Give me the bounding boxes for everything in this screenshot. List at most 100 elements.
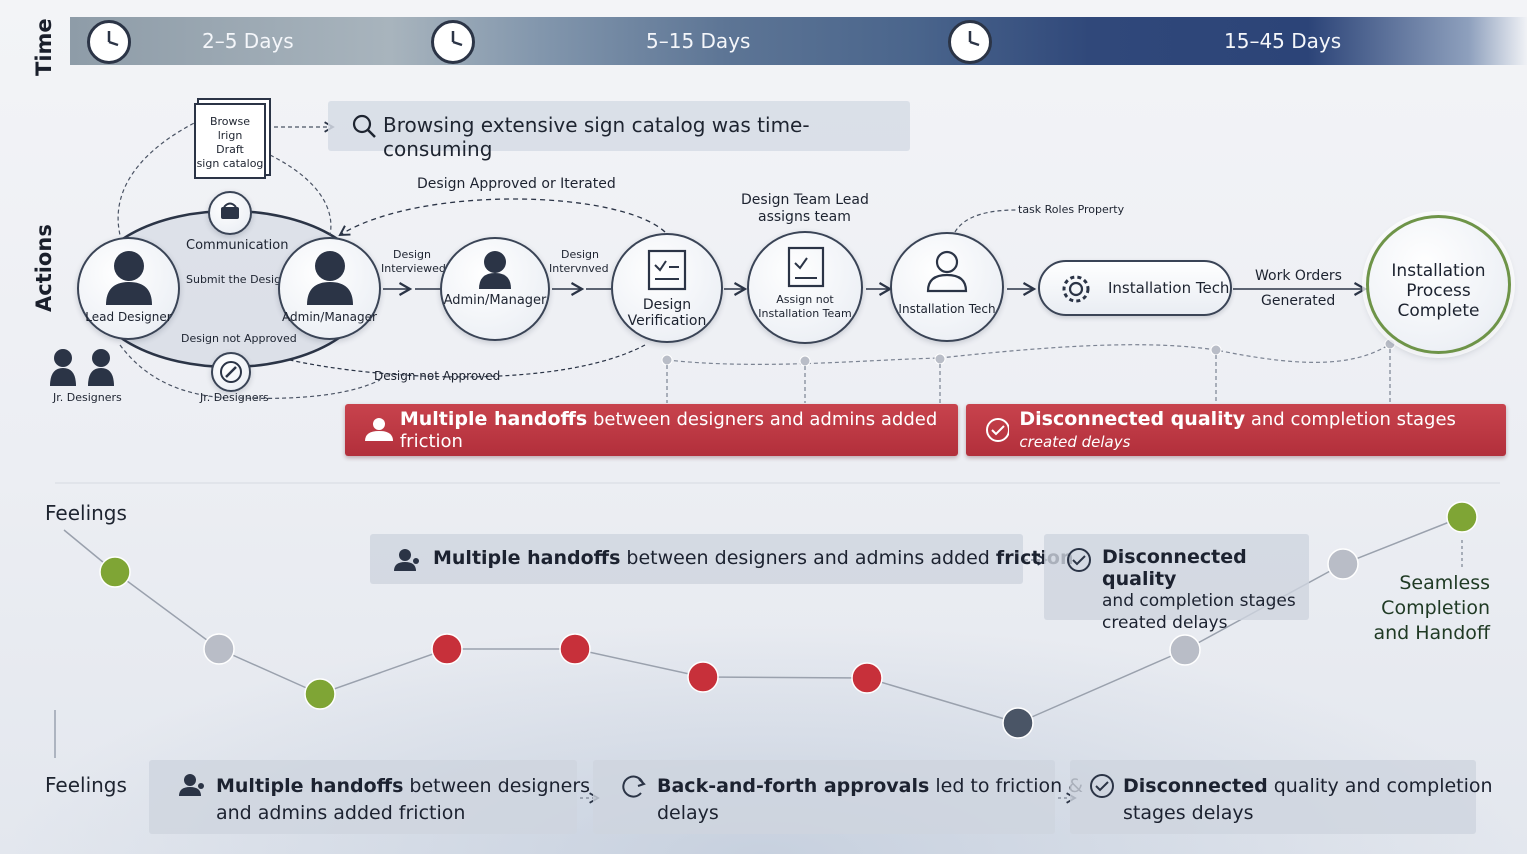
feeling-point [1446,501,1478,533]
interviewed-label-1: Interviewed [381,262,446,275]
time-range-3: 15–45 Days [1224,29,1342,53]
user-outline-icon [926,250,968,293]
disconnected-alert-text: and completion stages [1245,409,1456,430]
catalog-doc-line: Browse [209,115,251,128]
bottom-disconnected-line2: stages delays [1123,802,1254,824]
lead-designer-node[interactable]: Lead Designer [77,237,180,340]
lead-designer-label: Lead Designer [85,310,172,324]
bottom-disconnected-text: quality and completion [1267,775,1493,797]
team-lead-label: assigns team [758,209,851,225]
approval-gauge-icon [211,352,251,392]
feeling-point [559,633,591,665]
installation-complete-node[interactable]: Installation Process Complete [1366,215,1511,354]
jr-designers-icon [50,349,114,386]
person-icon [479,251,511,289]
handoffs-alert-bold: Multiple handoffs [399,408,588,430]
user-group-icon [365,418,393,441]
check-circle-icon [1090,774,1114,798]
handoffs-feeling-text: between designers and admins added [620,547,996,569]
disconnected-feeling-callout: Disconnected quality and completion stag… [1044,534,1309,633]
seamless-line: Completion [1381,597,1490,619]
feeling-point [99,556,131,588]
team-lead-label: Design Team Lead [741,192,869,208]
interviewed-label-2: Intervnved [549,262,609,275]
task-roles-label: task Roles Property [1018,203,1125,216]
clock-icon [431,20,475,64]
installation-complete-label: Process [1406,281,1471,301]
installation-tech-pill-label: Installation Tech [1108,279,1230,297]
design-verification-node[interactable]: Design Verification [611,233,723,343]
installation-complete-label: Complete [1397,301,1480,321]
bottom-approvals-bold: Back-and-forth approvals [657,775,930,797]
check-circle-icon [1067,548,1091,572]
design-approved-iterated-label: Design Approved or Iterated [417,176,616,192]
clipboard-check-icon [787,246,825,288]
work-orders-label: Generated [1261,293,1336,309]
feeling-point [1327,548,1359,580]
communication-label: Communication [186,238,289,253]
document-check-icon [647,249,687,291]
search-icon [352,114,376,138]
handoffs-feeling-callout: Multiple handoffs between designers and … [370,534,1074,584]
refresh-icon [622,775,646,798]
person-icon [307,251,353,305]
gear-icon [1062,275,1090,303]
design-not-approved-label-2: Design not Approved [374,369,501,383]
check-circle-icon [986,418,1010,442]
work-orders-label: Work Orders [1255,268,1342,284]
bottom-handoffs-box: Multiple handoffs between designers and … [149,760,590,834]
clock-icon [948,20,992,64]
bottom-handoffs-line2: and admins added friction [216,802,466,824]
feelings-bottom-heading: Feelings [45,773,127,797]
feeling-point [687,661,719,693]
catalog-doc-line: lrign [217,129,243,142]
installation-tech-pill[interactable]: Installation Tech [1038,260,1232,316]
feelings-heading: Feelings [45,501,127,525]
seamless-completion-label: Seamless Completion and Handoff [1365,571,1490,646]
disconnected-alert-italic: created delays [1019,433,1131,451]
design-verification-label: Verification [627,313,707,329]
jr-designers-left-label: Jr. Designers [53,391,122,404]
catalog-doc-line: sign catalog [196,157,264,170]
handoffs-alert-text: between designers and admins added frict… [399,409,938,452]
catalog-callout-text: Browsing extensive sign catalog was time… [383,113,810,161]
bottom-handoffs-text: between designers [403,775,591,797]
admin-manager-loop-label: Admin/Manager [282,310,377,324]
assign-team-label: Assign not [776,293,834,306]
installation-tech-node[interactable]: Installation Tech [890,232,1004,342]
disconnected-feeling-line: created delays [1102,613,1228,633]
bottom-disconnected-bold: Disconnected [1123,775,1268,797]
user-group-icon [179,774,204,796]
bottom-approvals-box: Back-and-forth approvals led to friction… [593,760,1083,834]
bottom-approvals-line2: delays [657,802,719,824]
time-bar [70,17,1527,65]
seamless-line: and Handoff [1373,622,1490,644]
design-verification-label: Design [642,297,692,313]
disconnected-feeling-line: and completion stages [1102,591,1296,611]
installation-complete-label: Installation [1391,261,1486,281]
interviewed-label-1: Design [393,248,431,261]
handoffs-alert: Multiple handoffs between designers and … [345,404,958,456]
communication-icon [208,191,252,235]
installation-tech-label: Installation Tech [898,302,996,316]
feeling-point [1002,707,1034,739]
admin-manager-node[interactable]: Admin/Manager [440,237,550,341]
time-range-2: 5–15 Days [646,29,751,53]
user-group-icon [394,549,419,571]
assign-team-label: Installation Team [758,307,852,320]
clock-icon [87,20,131,64]
bottom-handoffs-bold: Multiple handoffs [216,775,404,797]
feeling-point [304,678,336,710]
feeling-point [1169,634,1201,666]
assign-team-node[interactable]: Assign not Installation Team [747,231,863,344]
handoffs-feeling-bold: Multiple handoffs [433,547,621,569]
catalog-doc-line: Draft [216,143,244,156]
feeling-point [431,633,463,665]
person-icon [106,251,152,305]
admin-manager-loop-node[interactable]: Admin/Manager [278,237,381,340]
disconnected-feeling-bold: Disconnected quality [1102,546,1247,590]
catalog-callout: Browsing extensive sign catalog was time… [328,101,910,161]
bottom-disconnected-box: Disconnected quality and completion stag… [1070,760,1493,834]
seamless-line: Seamless [1399,572,1490,594]
catalog-document-icon: Browse lrign Draft sign catalog [194,103,266,179]
